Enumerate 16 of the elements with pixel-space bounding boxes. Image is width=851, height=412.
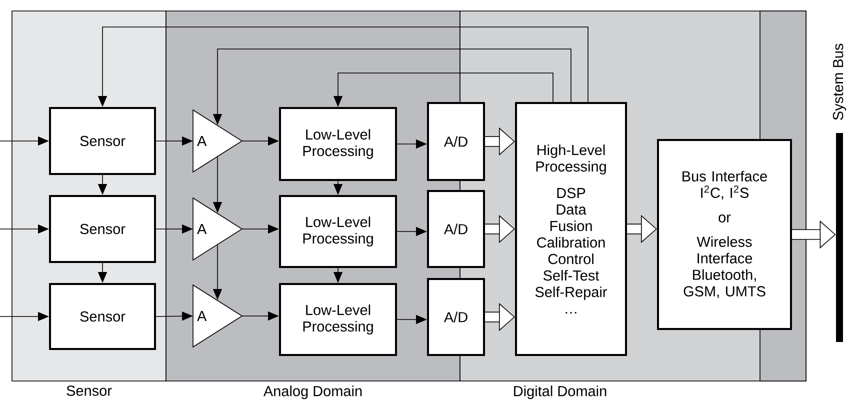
process-box: Low-Level Processing bbox=[279, 107, 397, 181]
process-box: Sensor bbox=[49, 107, 156, 175]
process-box: A/D bbox=[427, 190, 485, 268]
process-box: High-Level Processing DSP Data Fusion Calibration Control Self-Test Self-Repair … bbox=[515, 102, 627, 356]
node-label: Digital Domain bbox=[514, 386, 606, 400]
process-box: Low-Level Processing bbox=[279, 283, 397, 356]
node-label: System Bus bbox=[832, 44, 846, 120]
process-box: Bus Interface I$^{2}$C, I$^{2}$S or Wireless Interface Bluetooth, GSM, UMTS bbox=[657, 139, 792, 330]
process-box: A/D bbox=[427, 102, 485, 181]
node-label: Sensor bbox=[66, 386, 112, 396]
process-box: A/D bbox=[427, 278, 485, 356]
system-bus-bar: System Bus bbox=[832, 44, 846, 342]
process-box: Sensor bbox=[49, 195, 156, 263]
node-label: Analog Domain bbox=[263, 386, 362, 400]
process-box: Low-Level Processing bbox=[279, 195, 397, 268]
process-box: Sensor bbox=[49, 283, 156, 350]
